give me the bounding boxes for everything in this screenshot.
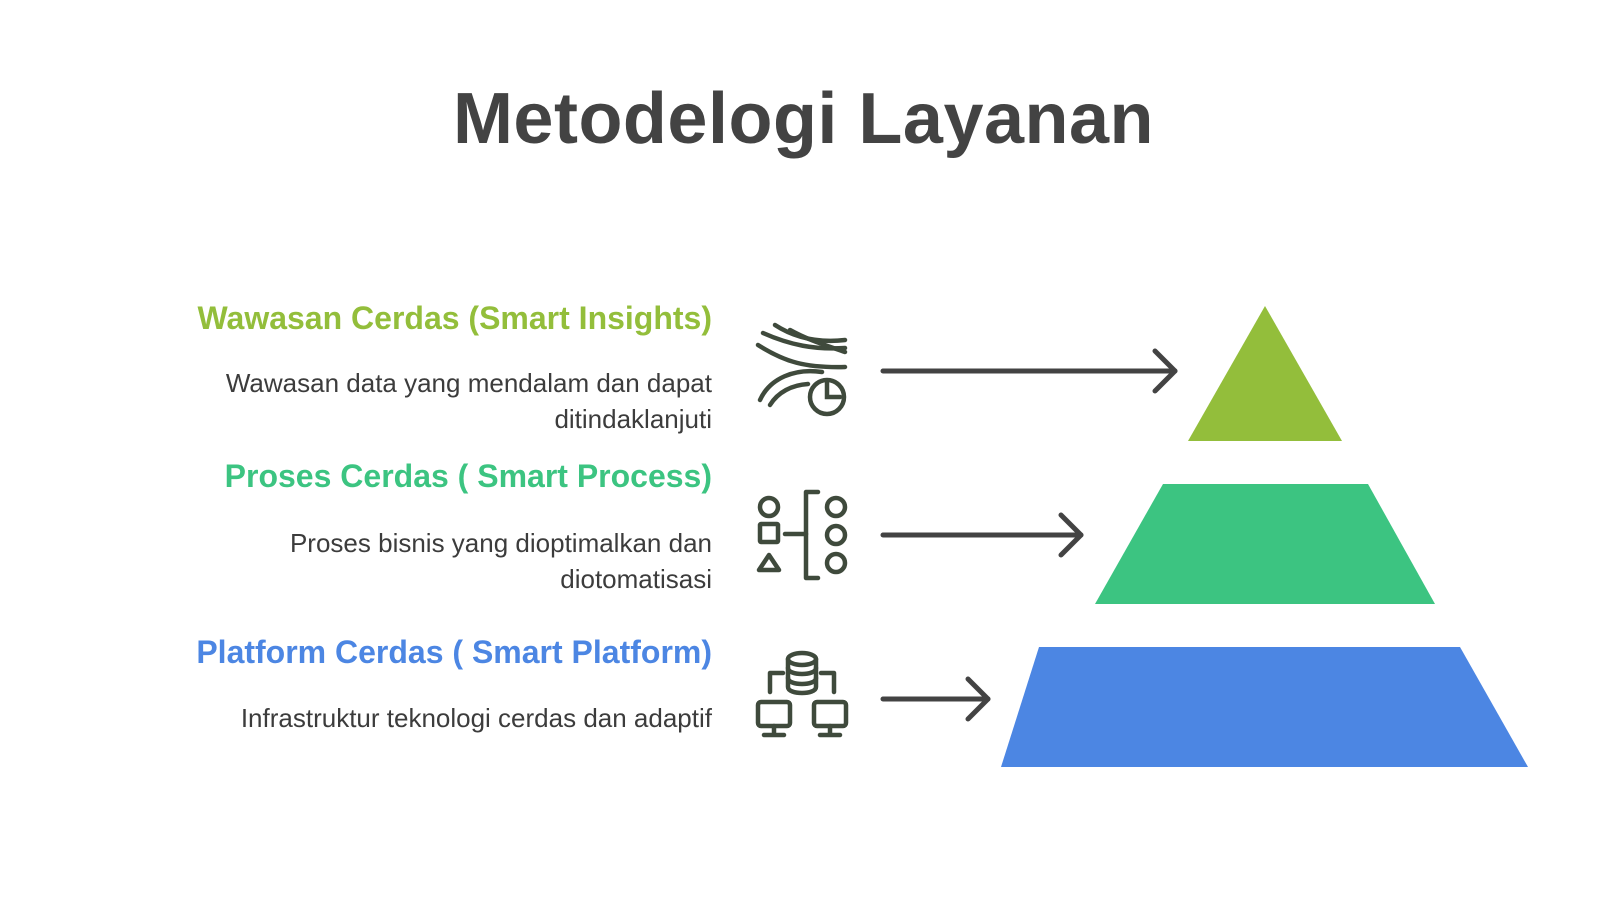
database-network-icon <box>755 650 849 738</box>
process-shapes-icon <box>756 489 848 581</box>
level-1-description-line-2: ditindaklanjuti <box>554 404 712 434</box>
level-2-description: Proses bisnis yang dioptimalkan dan diot… <box>92 525 712 597</box>
arrow-level-2 <box>880 512 1084 558</box>
pyramid-tier-bottom <box>1001 647 1528 767</box>
level-2-description-line-2: diotomatisasi <box>560 564 712 594</box>
pyramid-tier-middle <box>1095 484 1435 604</box>
pyramid-tier-top <box>1188 306 1342 441</box>
arrow-level-3 <box>880 676 991 722</box>
level-2-description-line-1: Proses bisnis yang dioptimalkan dan <box>289 528 712 558</box>
level-3-text: Platform Cerdas ( Smart Platform) Infras… <box>92 632 712 736</box>
level-3-description-line-1: Infrastruktur teknologi cerdas dan adapt… <box>240 703 712 733</box>
level-3-heading: Platform Cerdas ( Smart Platform) <box>196 634 712 670</box>
level-3-description: Infrastruktur teknologi cerdas dan adapt… <box>92 700 712 736</box>
arrow-level-1 <box>880 348 1178 394</box>
level-2-text: Proses Cerdas ( Smart Process) Proses bi… <box>92 456 712 597</box>
level-1-description: Wawasan data yang mendalam dan dapat dit… <box>92 365 712 437</box>
data-flow-pie-chart-icon <box>755 322 848 417</box>
level-1-heading: Wawasan Cerdas (Smart Insights) <box>197 300 713 336</box>
level-2-heading: Proses Cerdas ( Smart Process) <box>224 458 712 494</box>
level-1-text: Wawasan Cerdas (Smart Insights) Wawasan … <box>92 298 713 437</box>
page-title: Metodelogi Layanan <box>452 79 1155 159</box>
level-1-description-line-1: Wawasan data yang mendalam dan dapat <box>225 368 712 398</box>
